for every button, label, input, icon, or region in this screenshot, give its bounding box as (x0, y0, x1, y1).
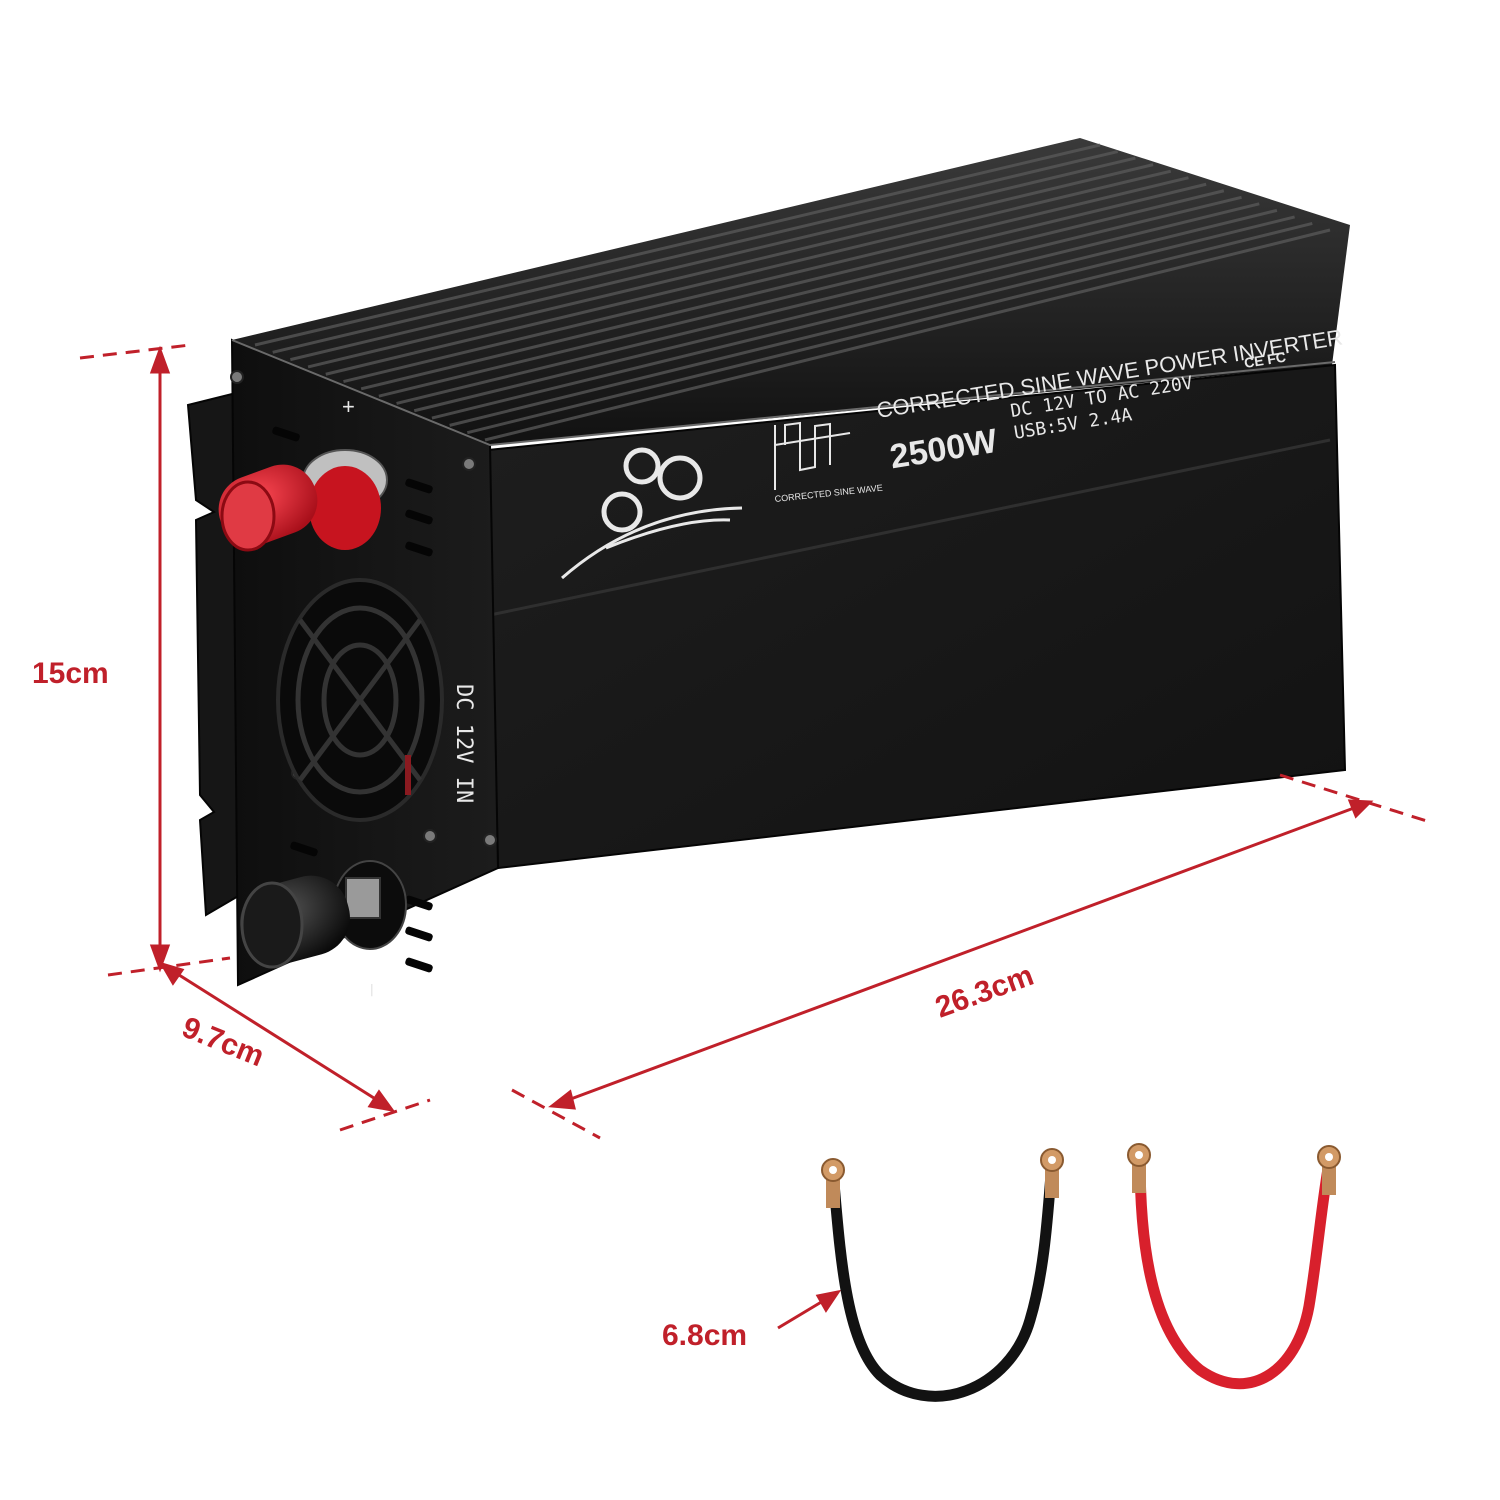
edge-highlight (231, 339, 1336, 447)
depth-dimension-line (167, 966, 386, 1107)
cable-length-label: 6.8cm (662, 1319, 747, 1352)
gear-icon (623, 447, 661, 485)
cable-pointer-line (777, 1296, 829, 1330)
vent-slot (405, 509, 433, 525)
heatsink-fin (378, 189, 1225, 398)
length-dimension-line (559, 803, 1363, 1105)
height-label: 15cm (32, 657, 109, 690)
wave-icon (561, 506, 743, 580)
vent-slot (290, 841, 318, 857)
red-cable (1127, 1143, 1341, 1390)
inverter-body: + – DC 12V IN CORRECTED SINE WAVE CORREC… (186, 138, 1350, 997)
heatsink-fin (254, 143, 1101, 347)
length-extension-line (1279, 773, 1431, 824)
gear-icon (601, 491, 643, 533)
panel-seam (489, 438, 1331, 617)
screw (423, 829, 437, 843)
screw (483, 833, 497, 847)
vent-slot (272, 426, 300, 442)
positive-mark: + (342, 394, 355, 419)
vent-slot (405, 957, 433, 973)
arrowhead (158, 961, 185, 986)
waveform-icon (774, 421, 851, 490)
arrowhead (1347, 799, 1374, 819)
arrowhead (149, 944, 171, 973)
length-extension-line (511, 1088, 601, 1140)
gear-icon (657, 455, 703, 501)
cooling-fan (276, 578, 444, 822)
heatsink-fin (484, 228, 1331, 442)
height-extension-line (107, 956, 231, 977)
arrowhead (548, 1089, 576, 1110)
wave-icon (605, 518, 731, 550)
brand-logo (561, 447, 743, 580)
heatsink-fin (413, 202, 1260, 413)
heatsink-fin (325, 169, 1172, 376)
vent-slot (405, 478, 433, 494)
heatsink-fin (449, 215, 1295, 427)
black-cable (821, 1148, 1064, 1402)
height-extension-line (79, 343, 191, 360)
arrowhead (367, 1089, 396, 1113)
mounting-bracket (186, 390, 241, 917)
negative-terminal (240, 860, 407, 969)
vent-slot (405, 926, 433, 942)
depth-label: 9.7cm (177, 1011, 268, 1073)
heatsink-fin (360, 182, 1207, 391)
heatsink-fin (396, 195, 1242, 405)
screw (462, 457, 476, 471)
heatsink-fin (307, 163, 1154, 369)
heatsink-fin (466, 222, 1313, 435)
length-label: 26.3cm (931, 959, 1038, 1025)
vent-slot (405, 541, 433, 557)
heatsink-fin (431, 208, 1278, 420)
side-label: DC 12V IN (451, 684, 476, 803)
positive-terminal (218, 449, 388, 552)
vent-slot (405, 895, 433, 911)
arrowhead (149, 345, 171, 374)
negative-mark: – (361, 984, 386, 997)
screw (230, 370, 244, 384)
dimension-markers (79, 343, 1431, 1330)
heatsink-top (232, 138, 1350, 445)
heatsink-fin (343, 176, 1189, 383)
certification-marks: CE FC (1243, 349, 1287, 371)
vent-slots (272, 426, 433, 973)
heatsink-fin (272, 150, 1119, 354)
heatsink-fins (254, 143, 1331, 442)
heatsink-fin (290, 156, 1136, 362)
depth-extension-line (339, 1098, 431, 1132)
arrowhead (815, 1289, 842, 1313)
